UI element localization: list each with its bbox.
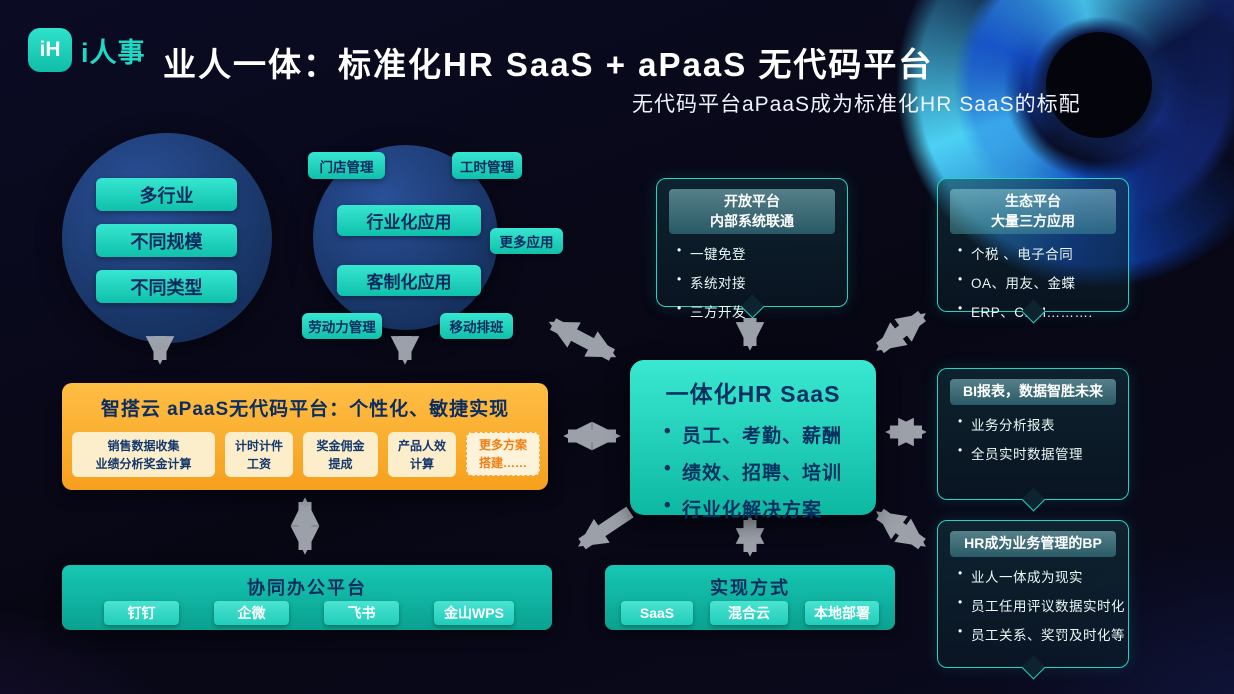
chip-saas: SaaS [621, 601, 693, 625]
ecosystem-box: 生态平台 大量三方应用 个税 、电子合同 OA、用友、金蝶 ERP、CRM………… [937, 178, 1129, 324]
apaas-card-timewage: 计时计件 工资 [225, 432, 293, 477]
bi-report-box: BI报表，数据智胜未来 业务分析报表 全员实时数据管理 [937, 368, 1129, 512]
hr-bp-header: HR成为业务管理的BP [950, 531, 1116, 557]
chip-dingtalk: 钉钉 [104, 601, 179, 625]
collab-panel-title: 协同办公平台 [247, 578, 367, 598]
chip-different-scale: 不同规模 [96, 224, 237, 257]
open-platform-bullets: 一键免登 系统对接 三方开发 [657, 243, 847, 321]
chip-hybrid-cloud: 混合云 [710, 601, 788, 625]
chip-mobile-scheduling: 移动排班 [440, 313, 513, 339]
chip-wps: 金山WPS [434, 601, 514, 625]
bullet-item: 一键免登 [677, 243, 847, 263]
chip-different-type: 不同类型 [96, 270, 237, 303]
chip-industry-apps: 行业化应用 [337, 205, 481, 236]
bullet-item: 系统对接 [677, 272, 847, 292]
collab-platform-panel: 协同办公平台 钉钉 企微 飞书 金山WPS [62, 565, 552, 630]
bullet-item: 员工、考勤、薪酬 [664, 421, 876, 448]
deployment-panel: 实现方式 SaaS 混合云 本地部署 [605, 565, 895, 630]
collab-chip-row: 钉钉 企微 飞书 金山WPS [104, 601, 514, 625]
bullet-item: 绩效、招聘、培训 [664, 458, 876, 485]
bullet-item: 个税 、电子合同 [958, 243, 1128, 263]
logo: iH i人事 [28, 28, 146, 72]
apaas-card-efficiency: 产品人效 计算 [388, 432, 456, 477]
deployment-chip-row: SaaS 混合云 本地部署 [621, 601, 879, 625]
bullet-item: 员工关系、奖罚及时化等 [958, 624, 1128, 644]
hr-bp-bullets: 业人一体成为现实 员工任用评议数据实时化 员工关系、奖罚及时化等 [938, 566, 1128, 644]
chip-workforce-management: 劳动力管理 [302, 313, 382, 339]
hr-saas-panel: 一体化HR SaaS 员工、考勤、薪酬 绩效、招聘、培训 行业化解决方案 [630, 360, 876, 521]
hr-saas-bullets: 员工、考勤、薪酬 绩效、招聘、培训 行业化解决方案 [630, 421, 876, 522]
apaas-card-bonus: 奖金佣金 提成 [303, 432, 378, 477]
page-title: 业人一体：标准化HR SaaS + aPaaS 无代码平台 [163, 46, 934, 83]
open-platform-header: 开放平台 内部系统联通 [669, 189, 835, 235]
apaas-cards: 销售数据收集 业绩分析奖金计算 计时计件 工资 奖金佣金 提成 产品人效 计算 … [72, 432, 540, 477]
apaas-card-more: 更多方案 搭建…… [466, 432, 540, 476]
logo-text: i人事 [81, 37, 146, 68]
hr-saas-title: 一体化HR SaaS [665, 381, 841, 407]
chip-feishu: 飞书 [324, 601, 399, 625]
bullet-item: 员工任用评议数据实时化 [958, 595, 1128, 615]
bi-report-bullets: 业务分析报表 全员实时数据管理 [938, 414, 1128, 463]
chip-more-apps: 更多应用 [490, 228, 563, 254]
bullet-item: 行业化解决方案 [664, 495, 876, 522]
ecosystem-header: 生态平台 大量三方应用 [950, 189, 1116, 235]
bullet-item: OA、用友、金蝶 [958, 272, 1128, 292]
bullet-item: 三方开发 [677, 301, 847, 321]
chip-multi-industry: 多行业 [96, 178, 237, 211]
logo-icon: iH [28, 28, 72, 72]
page-subtitle: 无代码平台aPaaS成为标准化HR SaaS的标配 [632, 93, 1081, 116]
chip-custom-apps: 客制化应用 [337, 265, 481, 296]
apaas-panel-title: 智搭云 aPaaS无代码平台：个性化、敏捷实现 [100, 399, 510, 420]
apaas-panel: 智搭云 aPaaS无代码平台：个性化、敏捷实现 销售数据收集 业绩分析奖金计算 … [62, 383, 548, 490]
bi-report-header: BI报表，数据智胜未来 [950, 379, 1116, 405]
chip-store-management: 门店管理 [308, 152, 385, 179]
chip-work-hours: 工时管理 [452, 152, 522, 179]
deployment-panel-title: 实现方式 [710, 578, 790, 598]
apaas-card-sales: 销售数据收集 业绩分析奖金计算 [72, 432, 215, 477]
bullet-item: 业务分析报表 [958, 414, 1128, 434]
chip-on-premise: 本地部署 [805, 601, 879, 625]
hr-bp-box: HR成为业务管理的BP 业人一体成为现实 员工任用评议数据实时化 员工关系、奖罚… [937, 520, 1129, 680]
bullet-item: 业人一体成为现实 [958, 566, 1128, 586]
chip-wecom: 企微 [214, 601, 289, 625]
bullet-item: 全员实时数据管理 [958, 443, 1128, 463]
open-platform-box: 开放平台 内部系统联通 一键免登 系统对接 三方开发 [656, 178, 848, 320]
